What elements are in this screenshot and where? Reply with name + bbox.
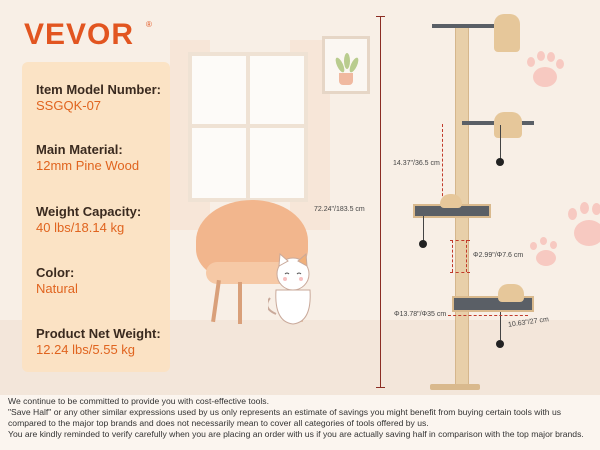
- height-dimension-line: [380, 16, 381, 388]
- cat-illustration: [268, 252, 311, 325]
- upper-perch-board: [494, 112, 522, 138]
- spec-value: 12.24 lbs/5.55 kg: [36, 342, 136, 357]
- base-width-line: [448, 315, 528, 316]
- hanging-ball-toy: [496, 340, 504, 348]
- hanging-ball-toy: [496, 158, 504, 166]
- pole-diameter-line: [450, 272, 470, 273]
- shelf-gap-dimension-line: [442, 124, 443, 206]
- spec-label: Color:: [36, 265, 75, 280]
- hanging-ball-toy: [419, 240, 427, 248]
- cat-tree-base: [430, 384, 480, 390]
- spec-model-number: Item Model Number: SSGQK-07: [36, 82, 161, 114]
- spec-value: Natural: [36, 281, 78, 296]
- middle-perch-edge: [440, 194, 462, 208]
- base-diameter-label: Φ13.78"/Φ35 cm: [394, 311, 447, 318]
- disclaimer-line: "Save Half" or any other similar express…: [8, 407, 562, 417]
- spec-net-weight: Product Net Weight: 12.24 lbs/5.55 kg: [36, 326, 161, 358]
- spec-weight-capacity: Weight Capacity: 40 lbs/18.14 kg: [36, 204, 141, 236]
- top-perch-board: [494, 14, 520, 52]
- dimension-tick: [376, 387, 385, 388]
- toy-string: [500, 125, 501, 159]
- pole-diameter-label: Φ2.99"/Φ7.6 cm: [473, 252, 524, 259]
- wall-plant-frame: [322, 36, 370, 94]
- height-dimension-label: 72.24"/183.5 cm: [314, 206, 365, 213]
- spec-color: Color: Natural: [36, 265, 78, 297]
- spec-main-material: Main Material: 12mm Pine Wood: [36, 142, 139, 174]
- brand-logo: VEVOR: [24, 18, 135, 51]
- spec-value: 12mm Pine Wood: [36, 158, 140, 173]
- spec-label: Main Material:: [36, 142, 123, 157]
- spec-value: 40 lbs/18.14 kg: [36, 220, 125, 235]
- spec-value: SSGQK-07: [36, 98, 102, 113]
- shelf-gap-label: 14.37"/36.5 cm: [393, 160, 440, 167]
- pole-diameter-line: [452, 240, 453, 272]
- spec-label: Product Net Weight:: [36, 326, 161, 341]
- dimension-tick: [376, 16, 385, 17]
- spec-label: Item Model Number:: [36, 82, 161, 97]
- background-window: [188, 52, 308, 202]
- disclaimer-line: We continue to be committed to provide y…: [8, 396, 269, 406]
- disclaimer-line: compared to the major top brands and doe…: [8, 418, 429, 428]
- brand-registered-mark: ®: [146, 20, 152, 29]
- toy-string: [500, 312, 501, 340]
- lower-perch-board: [498, 284, 524, 302]
- toy-string: [423, 216, 424, 242]
- spec-label: Weight Capacity:: [36, 204, 142, 219]
- pole-diameter-line: [466, 240, 467, 272]
- spec-card: [22, 62, 170, 372]
- disclaimer-text: We continue to be committed to provide y…: [8, 396, 598, 440]
- chair-leg: [238, 282, 242, 324]
- pole-diameter-line: [450, 240, 470, 241]
- top-perch: [432, 24, 516, 28]
- disclaimer-line: You are kindly reminded to verify carefu…: [8, 429, 584, 439]
